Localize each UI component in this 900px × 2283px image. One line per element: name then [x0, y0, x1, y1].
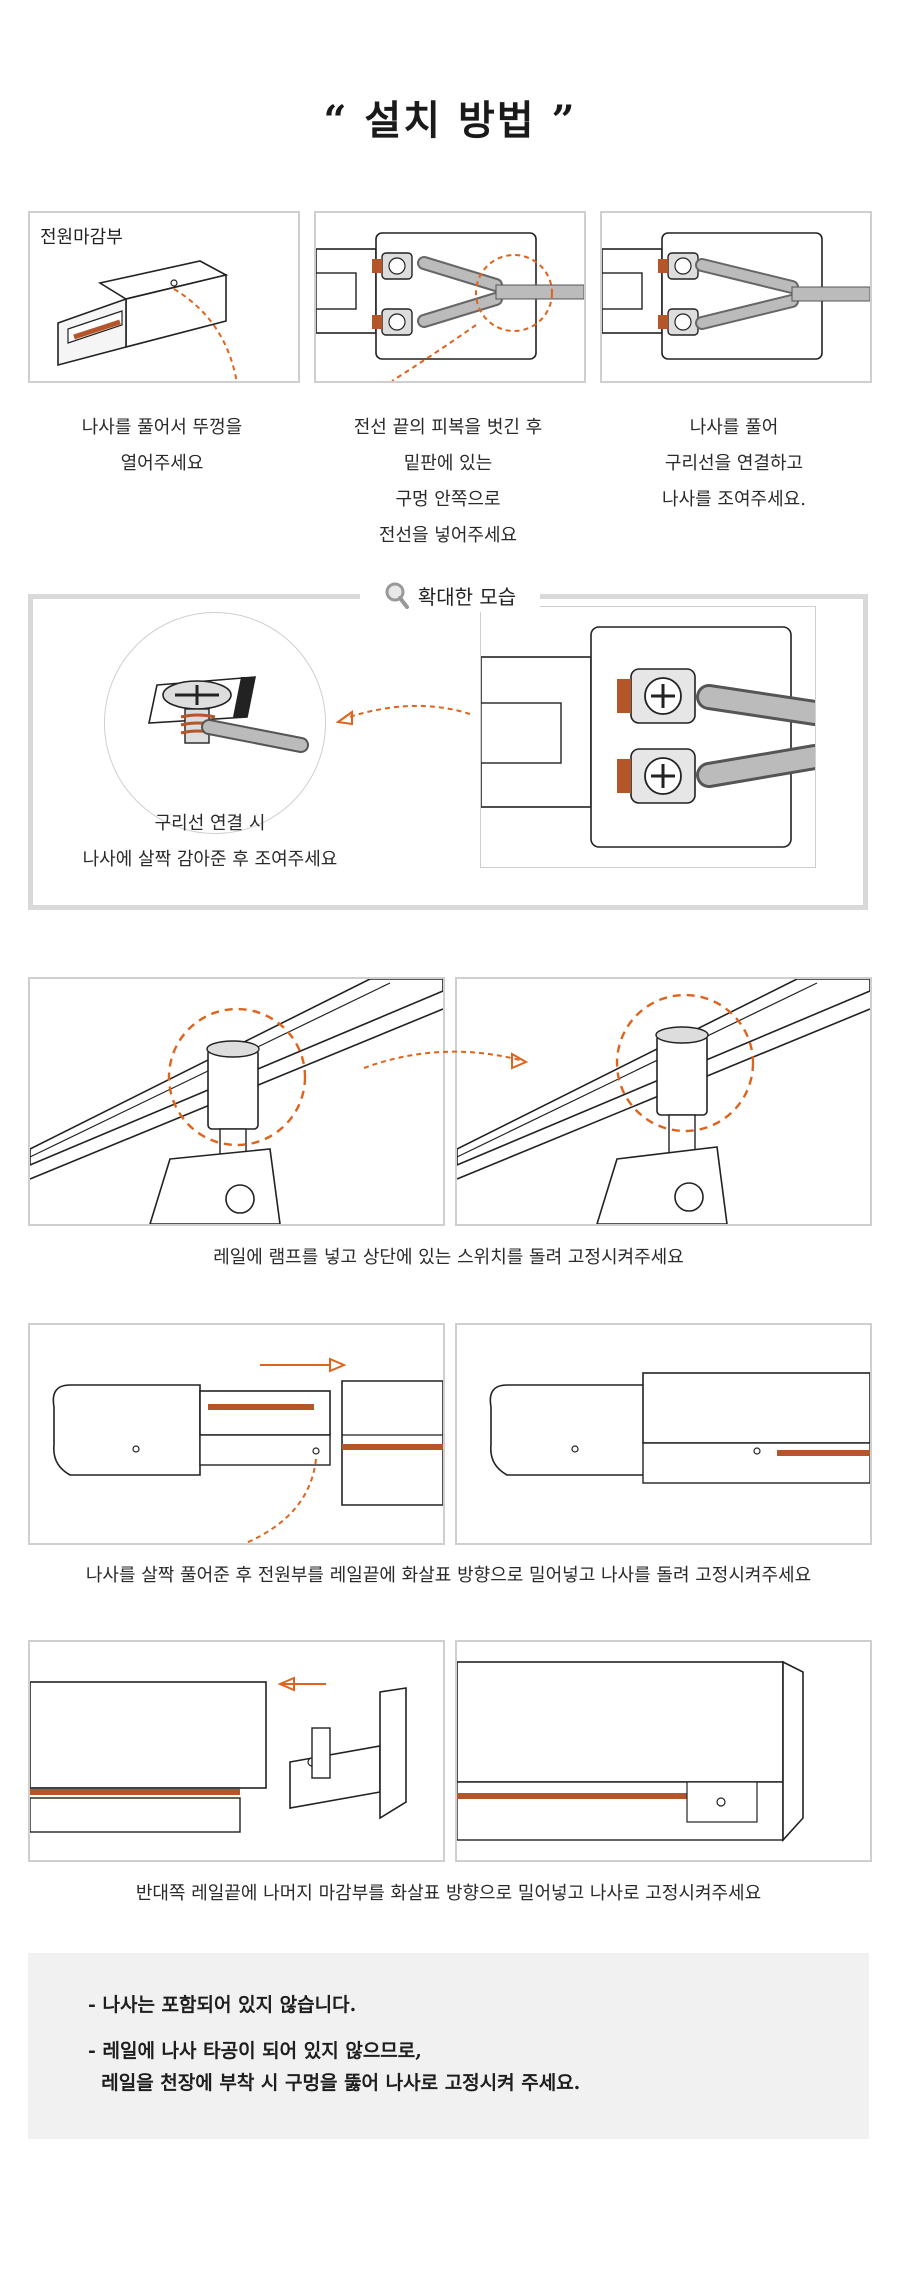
zoom-circle: [104, 612, 326, 834]
step4-panel-slide: [28, 1640, 445, 1862]
caption-line: 나사에 살짝 감아준 후 조여주세요: [82, 849, 338, 870]
zoom-heading: 확대한 모습: [360, 578, 540, 612]
caption-line: 구리선을 연결하고: [664, 453, 804, 474]
step4-panel-fixed: [455, 1640, 872, 1862]
end-cap-label: 전원마감부: [40, 227, 123, 248]
caption-line: 나사를 조여주세요.: [662, 489, 806, 510]
end-cap-illustration: [57, 260, 238, 381]
step1-caption-2: 전선 끝의 피복을 벗긴 후 밑판에 있는 구멍 안쪽으로 전선을 넣어주세요: [314, 410, 582, 554]
step1-caption-3: 나사를 풀어 구리선을 연결하고 나사를 조여주세요.: [600, 410, 868, 518]
caption-line: 전선 끝의 피복을 벗긴 후: [353, 417, 543, 438]
notice-line: - 나사는 포함되어 있지 않습니다.: [88, 1994, 357, 2016]
lamp-locked-illustration: [457, 979, 870, 1224]
page-title: “ 설치 방법 ”: [323, 97, 577, 144]
step3-panel-fixed: [455, 1323, 872, 1545]
step2-arrow: [363, 1050, 529, 1070]
caption-line: 전선을 넣어주세요: [378, 525, 518, 546]
step4-caption: 반대쪽 레일끝에 나머지 마감부를 화살표 방향으로 밀어넣고 나사로 고정시켜…: [135, 1883, 762, 1904]
end-cap-slide-illustration: [30, 1676, 407, 1833]
notice-line: 레일을 천장에 부착 시 구멍을 뚫어 나사로 고정시켜 주세요.: [88, 2072, 581, 2094]
lamp-insert-illustration: [30, 979, 443, 1224]
terminal-connected-illustration: [602, 232, 870, 360]
step1-panel-cover: 전원마감부: [28, 211, 300, 383]
power-feed-slide-illustration: [52, 1357, 443, 1543]
step3-panel-slide: [28, 1323, 445, 1545]
notice-line: - 레일에 나사 타공이 되어 있지 않으므로,: [88, 2040, 422, 2062]
step3-caption: 나사를 살짝 풀어준 후 전원부를 레일끝에 화살표 방향으로 밀어넣고 나사를…: [85, 1565, 812, 1586]
power-feed-fixed-illustration: [489, 1372, 870, 1484]
terminal-closeup-illustration: [480, 626, 828, 848]
caption-line: 나사를 풀어: [689, 417, 779, 438]
screw-closeup-illustration: [148, 676, 309, 753]
step2-panel-lock: [455, 977, 872, 1226]
caption-line: 밑판에 있는: [403, 453, 493, 474]
caption-line: 구리선 연결 시: [154, 813, 266, 834]
step1-panel-wire: [314, 211, 586, 383]
end-cap-fixed-illustration: [457, 1660, 804, 1843]
zoom-heading-text: 확대한 모습: [417, 584, 517, 609]
zoom-caption: 구리선 연결 시 나사에 살짝 감아준 후 조여주세요: [60, 806, 360, 878]
notice-box: - 나사는 포함되어 있지 않습니다. - 레일에 나사 타공이 되어 있지 않…: [28, 1953, 869, 2139]
caption-line: 구멍 안쪽으로: [395, 489, 501, 510]
caption-line: 열어주세요: [120, 453, 204, 474]
terminal-open-illustration: [316, 232, 584, 381]
magnifier-icon: [385, 582, 409, 609]
step1-panel-connect: [600, 211, 872, 383]
step2-caption: 레일에 램프를 넣고 상단에 있는 스위치를 돌려 고정시켜주세요: [213, 1247, 684, 1268]
caption-line: 나사를 풀어서 뚜껑을: [81, 417, 243, 438]
zoom-arrow: [335, 704, 471, 726]
step1-caption-1: 나사를 풀어서 뚜껑을 열어주세요: [28, 410, 296, 482]
step2-panel-insert: [28, 977, 445, 1226]
zoom-detail-panel: [480, 606, 828, 868]
